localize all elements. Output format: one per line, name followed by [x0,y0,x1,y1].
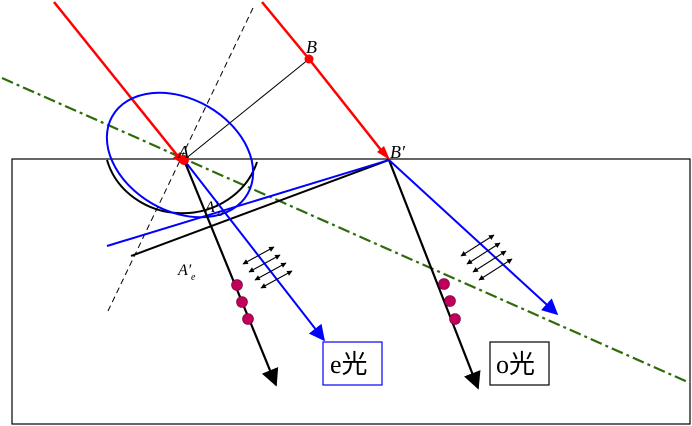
label-a-e-prime: A′ [177,262,192,279]
e-light-box [322,341,383,386]
point-b [304,54,314,64]
o-ray-from-a [182,159,279,387]
label-a-o-prime: A′ [204,199,219,216]
e-light-label: e光 [330,350,368,379]
crystal-block [11,158,691,425]
optic-axis-line [1,76,691,385]
point-a [179,155,189,165]
label-a: A [177,142,190,162]
label-b: B [306,37,317,57]
incident-ray-a [53,1,182,161]
e-wavefront-tangent [106,159,390,247]
e-ray-from-b-prime [388,159,559,316]
o-wavelet-arc [106,159,258,215]
o-ray-from-b-prime [387,159,481,390]
label-b-prime: B′ [390,142,406,162]
o-light-label: o光 [496,350,535,379]
incident-ray-b-lower [308,58,386,156]
parallel-polarization-arrow-icon [242,234,513,289]
label-a-e-sub: e [191,272,196,283]
label-a-o-sub: o [218,208,223,219]
incident-ray-b [261,1,310,60]
o-wavefront-tangent [130,159,390,257]
perpendicular-polarization-dot-icon [231,278,461,325]
wavefront-ab-line [183,58,310,161]
incident-arrowhead-b [377,146,390,160]
dashed-normal-line [107,7,254,312]
o-light-box [489,341,550,386]
e-wavelet-ellipse [105,91,255,219]
